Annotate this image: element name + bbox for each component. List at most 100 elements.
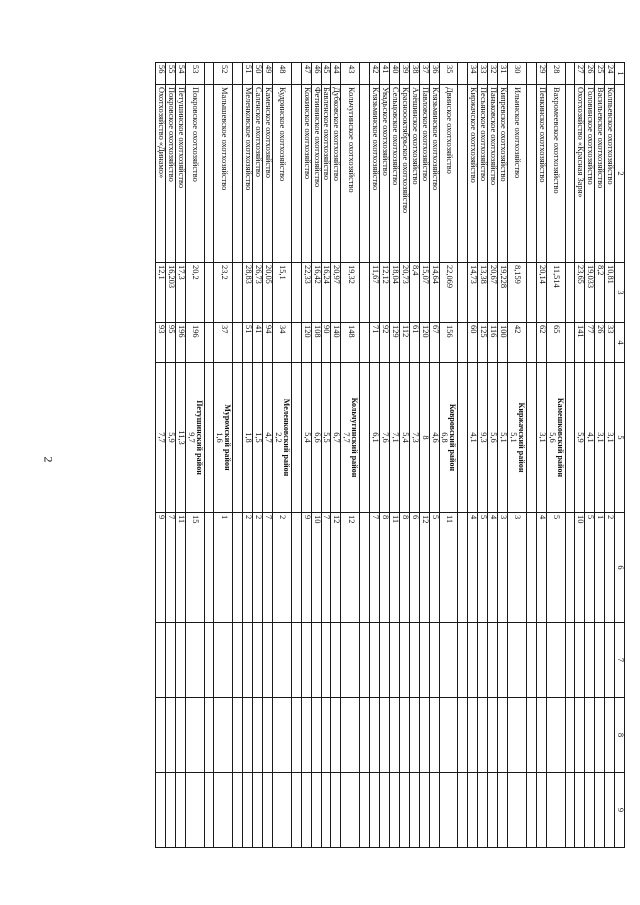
area-cell: 23,2	[213, 262, 233, 323]
spacer-cell	[204, 322, 214, 363]
area-cell: 16,24	[321, 262, 331, 323]
spacer-cell	[526, 622, 537, 698]
spacer-cell	[291, 262, 302, 323]
count-cell: 129	[389, 322, 400, 363]
empty-cell	[389, 622, 400, 698]
empty-cell	[389, 697, 400, 773]
area-cell: 23,65	[574, 262, 585, 323]
district-heading: Ковровский район	[448, 403, 458, 472]
spacer-cell	[565, 772, 575, 848]
farm-name-cell: Киржачское охотхозяйство	[467, 84, 478, 263]
row-number-cell: 42	[369, 62, 380, 85]
count-cell: 116	[487, 322, 498, 363]
empty-cell	[331, 622, 341, 698]
empty-cell	[409, 697, 420, 773]
empty-cell	[379, 697, 390, 773]
spacer-cell	[565, 362, 575, 513]
row-number-cell: 48	[272, 62, 292, 85]
spacer-cell	[457, 697, 468, 773]
quota-cell: 7	[262, 512, 273, 623]
count-cell: 42	[507, 322, 527, 363]
spacer-cell	[232, 262, 243, 323]
spacer-cell	[291, 772, 302, 848]
empty-cell	[301, 772, 312, 848]
spacer-cell	[232, 362, 243, 513]
empty-cell	[507, 622, 527, 698]
empty-cell	[175, 697, 186, 773]
quota-cell: 12	[419, 512, 430, 623]
row-number-cell: 35	[439, 62, 458, 85]
empty-cell	[536, 697, 547, 773]
empty-cell	[165, 622, 176, 698]
count-cell: 71	[369, 322, 380, 363]
farm-name-cell: Красноооктябрьское охотхозяйство	[399, 84, 410, 263]
empty-cell	[311, 697, 322, 773]
spacer-cell	[232, 322, 243, 363]
density-cell: 3,1	[604, 362, 615, 513]
empty-cell	[379, 622, 390, 698]
empty-cell	[213, 772, 233, 848]
farm-name-cell: Васильевское охотхозяйство	[594, 84, 605, 263]
farm-name-cell: Каменское охотхозяйство	[262, 84, 273, 263]
empty-cell	[185, 622, 205, 698]
spacer-row	[457, 62, 468, 848]
empty-cell	[165, 772, 176, 848]
empty-cell	[331, 772, 341, 848]
spacer-row	[291, 62, 302, 848]
empty-cell	[594, 622, 605, 698]
empty-cell	[399, 772, 410, 848]
empty-cell	[165, 697, 176, 773]
empty-cell	[331, 697, 341, 773]
empty-cell	[497, 697, 508, 773]
quota-cell: 12	[340, 512, 360, 623]
quota-cell: 9	[155, 512, 166, 623]
density-cell: 4,1	[467, 362, 478, 513]
empty-cell	[340, 772, 360, 848]
quota-cell: 7	[369, 512, 380, 623]
farm-name-cell: Охотхозяйство «Динамо»	[155, 84, 166, 263]
spacer-row	[359, 62, 370, 848]
area-cell: 8,4	[409, 262, 420, 323]
count-cell: 62	[536, 322, 547, 363]
row-number-cell: 37	[419, 62, 430, 85]
header-cell: 8	[614, 697, 625, 773]
density-cell: 6,1	[369, 362, 380, 513]
farm-name-cell: Клязьминское охотхозяйство	[429, 84, 440, 263]
empty-cell	[497, 622, 508, 698]
count-cell: 90	[321, 322, 331, 363]
empty-cell	[409, 772, 420, 848]
empty-cell	[507, 772, 527, 848]
count-cell: 61	[409, 322, 420, 363]
row-number-cell: 52	[213, 62, 233, 85]
spacer-cell	[565, 512, 575, 623]
spacer-cell	[291, 362, 302, 513]
empty-cell	[467, 622, 478, 698]
area-cell: 14,64	[429, 262, 440, 323]
row-number-cell: 46	[311, 62, 322, 85]
farm-name-cell: Вахромеевское охотхозяйство	[546, 84, 566, 263]
spacer-cell	[204, 262, 214, 323]
count-cell: 141	[574, 322, 585, 363]
header-cell: 4	[614, 322, 625, 363]
spacer-cell	[457, 262, 468, 323]
density-cell: 9,3	[477, 362, 488, 513]
area-cell: 20,67	[487, 262, 498, 323]
count-cell: 60	[467, 322, 478, 363]
farm-name-cell: Охотхозяйство «Красная Заря»	[574, 84, 585, 263]
header-cell: 3	[614, 262, 625, 323]
row-number-cell: 45	[321, 62, 331, 85]
spacer-cell	[232, 512, 243, 623]
empty-cell	[242, 697, 253, 773]
area-cell: 19,32	[340, 262, 360, 323]
empty-cell	[340, 697, 360, 773]
